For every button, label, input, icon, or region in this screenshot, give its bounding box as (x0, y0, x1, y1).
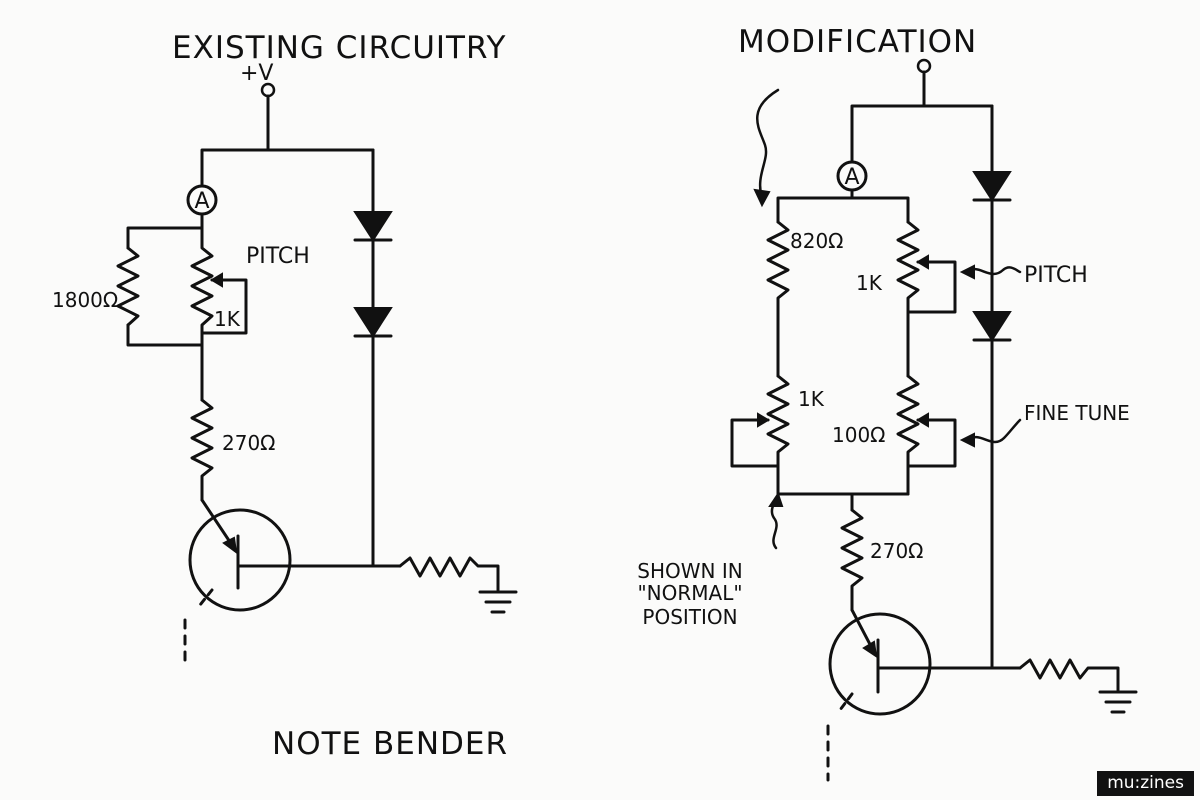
muzines-badge: mu:zines (1097, 771, 1194, 796)
right-pot-100 (896, 374, 920, 496)
right-transistor-arrow (862, 640, 878, 659)
right-pot-100-label: 100Ω (832, 423, 885, 447)
left-pitch-label: PITCH (246, 244, 310, 269)
left-supply-rail (200, 94, 375, 188)
right-pot-1k-label: 1K (798, 387, 825, 411)
right-pointer-arrowhead (753, 188, 771, 208)
left-resistor-1800 (116, 246, 140, 327)
right-pitch-label: PITCH (1024, 263, 1088, 288)
right-pointer-squiggle (756, 88, 780, 200)
right-diode-1 (972, 171, 1012, 202)
left-pot-wiper-loop (200, 278, 248, 335)
right-pitch-squiggle (966, 266, 1022, 276)
right-transistor (828, 612, 932, 716)
right-pitch-squiggle-arrow (959, 264, 975, 280)
right-pot-1k (766, 374, 790, 496)
right-supply-rail (850, 70, 994, 164)
right-fine-tune-label: FINE TUNE (1024, 401, 1130, 425)
right-note-line-2: "NORMAL" (637, 581, 742, 605)
right-note-line-1: SHOWN IN (637, 559, 742, 583)
right-fine-squiggle (966, 418, 1022, 444)
right-note-squiggle (770, 498, 778, 550)
left-pitch-pot (190, 226, 214, 402)
left-transistor-arrow (222, 536, 238, 555)
left-supply-label: +V (240, 61, 273, 86)
right-pitch-pot-label: 1K (856, 271, 883, 295)
right-note-line-3: POSITION (642, 605, 737, 629)
right-bottom-bus (776, 492, 910, 512)
right-pot-1k-wiper-loop (730, 418, 780, 468)
right-pitch-pot (896, 220, 920, 378)
right-title: MODIFICATION (738, 24, 977, 60)
right-ground-symbol (1098, 690, 1138, 714)
left-resistor-270 (190, 398, 214, 502)
right-fine-squiggle-arrow (959, 432, 975, 448)
right-pot-100-wiper-loop (906, 418, 957, 468)
left-circuit: EXISTING CIRCUITRY +V A 1800Ω 1K PITCH 2… (52, 30, 518, 762)
right-transistor-lead (838, 692, 854, 712)
right-pitch-wiper-loop (906, 260, 957, 314)
left-node-a-label: A (194, 189, 209, 214)
left-pot-label: 1K (214, 307, 241, 331)
left-pot-wiper-arrowhead (210, 272, 223, 288)
left-diode-1 (353, 211, 393, 242)
left-diode-2 (353, 307, 393, 338)
left-ground-symbol (478, 590, 518, 614)
left-caption: NOTE BENDER (272, 726, 508, 762)
left-load-resistor (398, 556, 500, 592)
right-top-bus (776, 188, 910, 224)
left-resistor-270-label: 270Ω (222, 431, 275, 455)
right-resistor-820-label: 820Ω (790, 229, 843, 253)
right-diode-2 (972, 311, 1012, 342)
right-resistor-270-label: 270Ω (870, 539, 923, 563)
left-title: EXISTING CIRCUITRY (172, 30, 506, 66)
right-pitch-wiper-arrowhead (916, 254, 929, 270)
right-note-arrowhead (768, 491, 784, 507)
right-pot-100-wiper-arrowhead (916, 412, 929, 428)
right-circuit: MODIFICATION A 820Ω 1K PITCH 1K 100Ω FIN… (637, 24, 1138, 782)
left-resistor-1800-label: 1800Ω (52, 288, 118, 312)
right-resistor-820 (766, 220, 790, 378)
left-transistor-lead (198, 588, 214, 607)
right-load-resistor (1018, 658, 1120, 692)
right-resistor-270 (840, 508, 864, 612)
right-supply-terminal (916, 58, 932, 74)
right-node-a-label: A (844, 165, 859, 190)
left-parallel-loop (126, 212, 204, 347)
right-pot-1k-wiper-arrowhead (757, 412, 770, 428)
left-transistor (188, 508, 292, 612)
